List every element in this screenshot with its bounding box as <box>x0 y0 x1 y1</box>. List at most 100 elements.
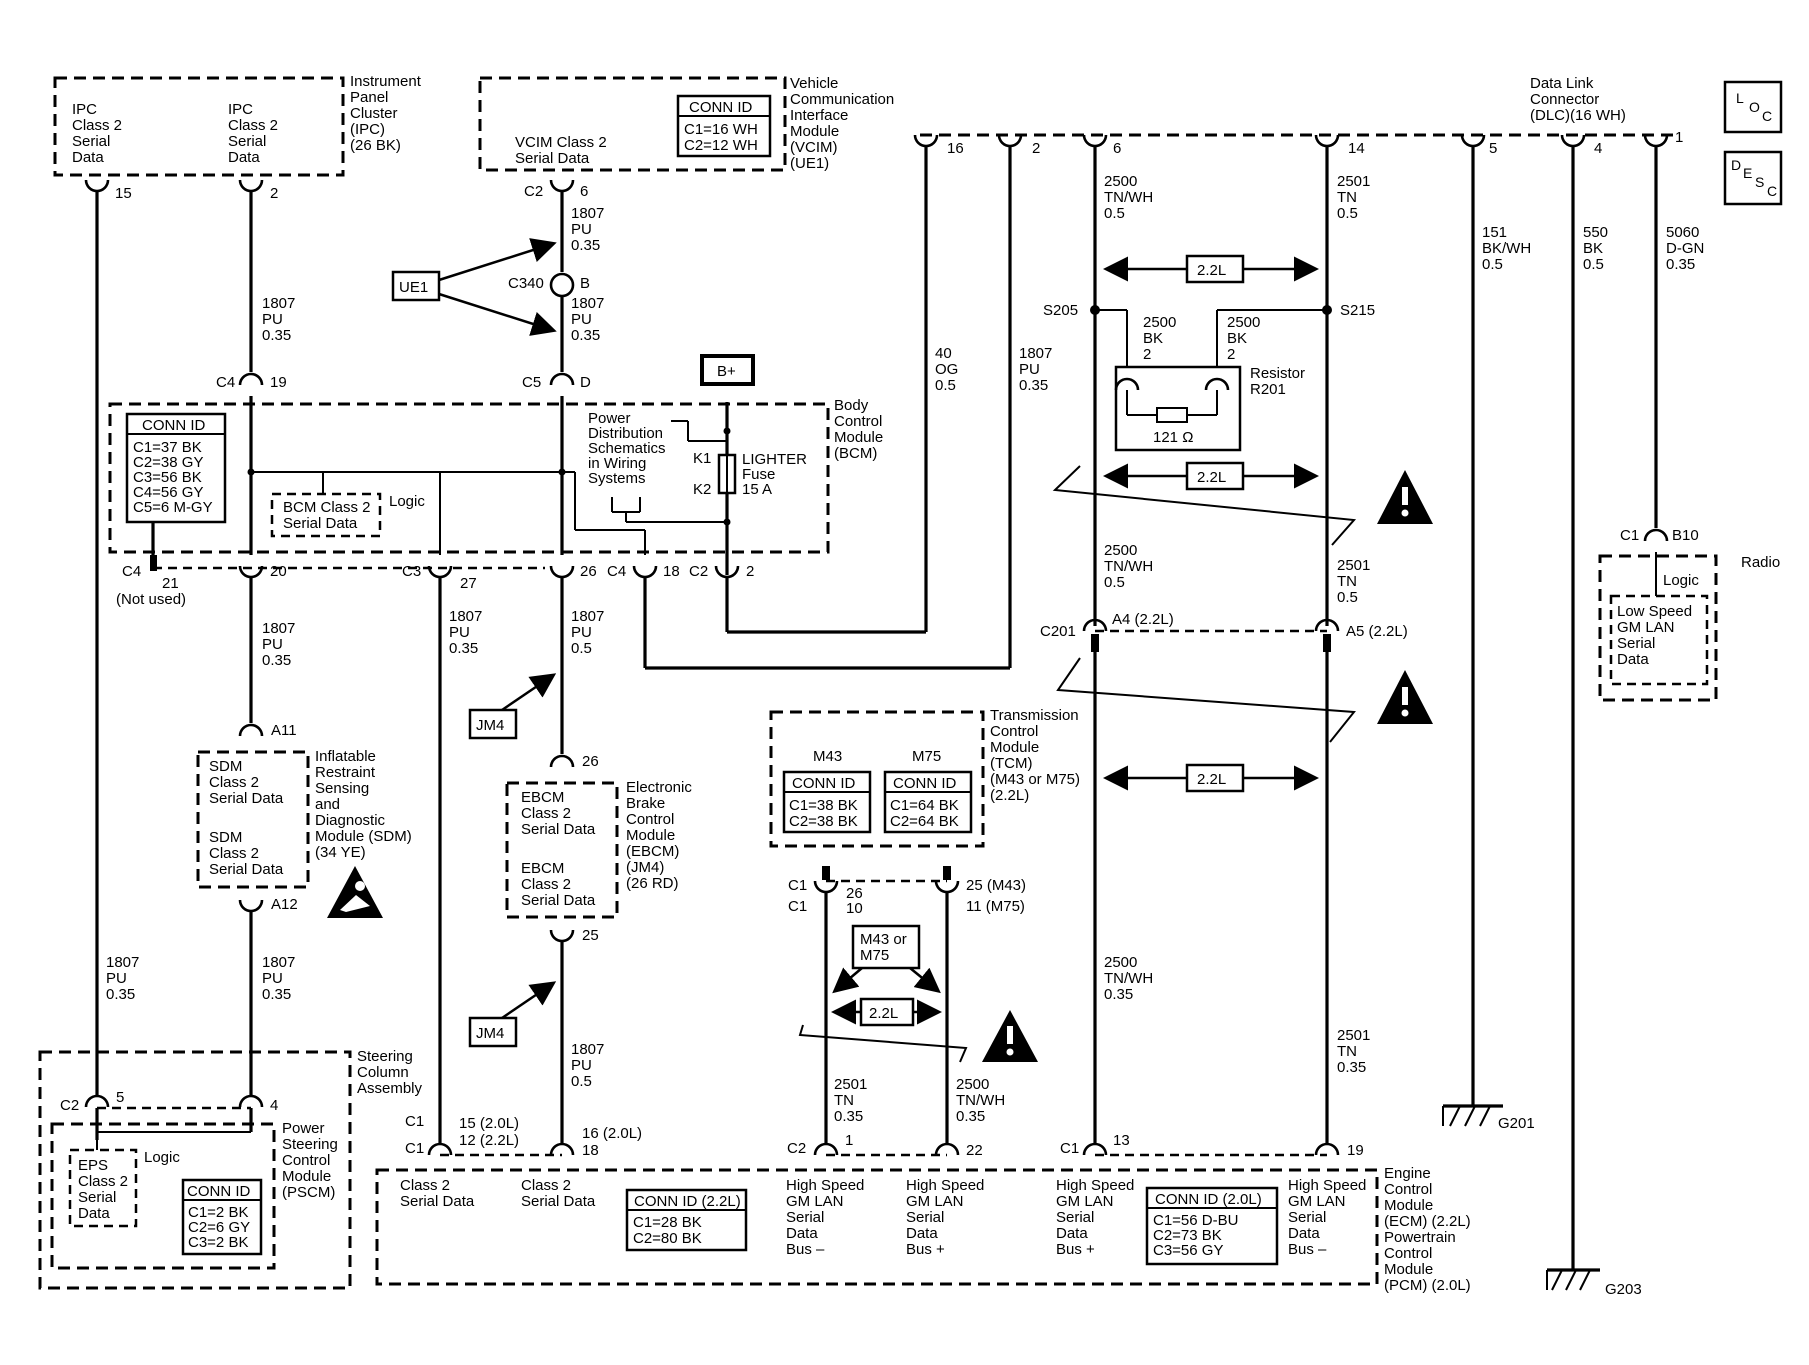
svg-text:L: L <box>1736 90 1744 106</box>
svg-text:GM LAN: GM LAN <box>1056 1193 1114 1210</box>
svg-text:E: E <box>1743 165 1752 181</box>
warning-triangle-icon-3[interactable] <box>982 1010 1038 1062</box>
svg-text:Transmission: Transmission <box>990 707 1079 724</box>
desc-icon[interactable]: D E S C <box>1723 150 1783 206</box>
svg-text:Data: Data <box>786 1225 818 1242</box>
ue1-option-tag[interactable]: UE1 <box>391 238 557 336</box>
svg-text:C1: C1 <box>405 1140 424 1157</box>
svg-text:Class 2: Class 2 <box>521 1177 571 1194</box>
svg-text:C2=73 BK: C2=73 BK <box>1153 1227 1222 1244</box>
svg-text:10: 10 <box>846 900 863 917</box>
svg-text:C1: C1 <box>788 877 807 894</box>
bcm-power-circuit: Power Distribution Schematics in Wiring … <box>588 402 807 575</box>
svg-text:C1=64 BK: C1=64 BK <box>890 797 959 814</box>
svg-text:C2=12 WH: C2=12 WH <box>684 137 758 154</box>
svg-text:5: 5 <box>116 1089 124 1106</box>
jm4-option-tag-bottom[interactable]: JM4 <box>468 981 557 1048</box>
svg-text:2500: 2500 <box>1104 173 1137 190</box>
svg-text:TN: TN <box>1337 1043 1357 1060</box>
svg-text:C1: C1 <box>1060 1140 1079 1157</box>
loc-icon[interactable]: L O C <box>1723 80 1783 134</box>
ecm-lan-bus-plus-a: High Speed GM LAN Serial Data Bus + <box>906 1177 984 1258</box>
svg-text:Serial: Serial <box>228 133 266 150</box>
svg-text:High Speed: High Speed <box>906 1177 984 1194</box>
svg-text:1807: 1807 <box>106 954 139 971</box>
svg-text:0.35: 0.35 <box>571 237 600 254</box>
svg-text:Power: Power <box>588 410 631 427</box>
vcim-signal-label: VCIM Class 2 Serial Data <box>515 134 607 167</box>
svg-text:0.35: 0.35 <box>1019 377 1048 394</box>
svg-text:EPS: EPS <box>78 1157 108 1174</box>
svg-text:Sensing: Sensing <box>315 780 369 797</box>
svg-text:Module: Module <box>990 739 1039 756</box>
svg-text:1: 1 <box>845 1132 853 1149</box>
svg-text:Serial Data: Serial Data <box>515 150 590 167</box>
svg-text:Class 2: Class 2 <box>521 805 571 822</box>
svg-text:C2: C2 <box>787 1140 806 1157</box>
bplus-tag[interactable]: B+ <box>700 354 755 386</box>
length-2-2l-tag-top[interactable]: 2.2L <box>1103 254 1319 284</box>
svg-text:CONN ID (2.0L): CONN ID (2.0L) <box>1155 1191 1262 1208</box>
svg-text:(VCIM): (VCIM) <box>790 139 838 156</box>
ipc-module: IPC Class 2 Serial Data IPC Class 2 Seri… <box>53 73 422 177</box>
tcm-length-2-2l-tag[interactable]: 2.2L <box>831 997 942 1027</box>
svg-text:2501: 2501 <box>834 1076 867 1093</box>
length-2-2l-tag-mid[interactable]: 2.2L <box>1103 461 1319 491</box>
svg-text:CONN ID: CONN ID <box>689 99 753 116</box>
svg-text:16 (2.0L): 16 (2.0L) <box>582 1125 642 1142</box>
wire-bcm26-ebcm: 1807 PU 0.5 26 <box>549 577 604 770</box>
pscm-module: EPS Class 2 Serial Data Logic CONN ID C1… <box>50 1120 338 1270</box>
svg-text:Data: Data <box>1056 1225 1088 1242</box>
svg-text:1807: 1807 <box>262 620 295 637</box>
svg-text:(34 YE): (34 YE) <box>315 844 366 861</box>
svg-text:Data: Data <box>228 149 260 166</box>
svg-text:Data: Data <box>72 149 104 166</box>
ebcm-module-name: Electronic Brake Control Module (EBCM) (… <box>626 779 692 892</box>
svg-text:Data: Data <box>1617 651 1649 668</box>
svg-text:Serial: Serial <box>72 133 110 150</box>
warning-triangle-icon-2[interactable] <box>1377 670 1433 724</box>
svg-text:Logic: Logic <box>389 493 425 510</box>
warning-triangle-icon-1[interactable] <box>1377 470 1433 524</box>
svg-text:Control: Control <box>1384 1181 1432 1198</box>
m43-m75-option-tag[interactable]: M43 or M75 <box>832 924 941 994</box>
svg-text:Module: Module <box>1384 1261 1433 1278</box>
jm4-option-tag-top[interactable]: JM4 <box>468 673 557 740</box>
svg-text:2500: 2500 <box>1143 314 1176 331</box>
svg-text:A12: A12 <box>271 896 298 913</box>
svg-text:19: 19 <box>1347 1142 1364 1159</box>
svg-text:S215: S215 <box>1340 302 1375 319</box>
svg-text:151: 151 <box>1482 224 1507 241</box>
svg-text:C1=38 BK: C1=38 BK <box>789 797 858 814</box>
svg-text:Connector: Connector <box>1530 91 1599 108</box>
svg-text:Resistor: Resistor <box>1250 365 1305 382</box>
svg-text:0.5: 0.5 <box>1482 256 1503 273</box>
svg-text:Serial: Serial <box>1617 635 1655 652</box>
svg-text:1807: 1807 <box>262 295 295 312</box>
svg-text:C: C <box>1762 108 1772 124</box>
svg-text:C1: C1 <box>788 898 807 915</box>
svg-text:Radio: Radio <box>1741 554 1780 571</box>
svg-text:PU: PU <box>262 636 283 653</box>
svg-text:Serial Data: Serial Data <box>209 861 284 878</box>
vcim-conn-id-table: CONN ID C1=16 WH C2=12 WH <box>676 94 772 158</box>
svg-text:TN/WH: TN/WH <box>1104 189 1153 206</box>
svg-text:20: 20 <box>270 563 287 580</box>
bcm-logic-block: BCM Class 2 Serial Data Logic <box>270 492 425 538</box>
svg-text:27: 27 <box>460 575 477 592</box>
bcm-module-name: Body Control Module (BCM) <box>834 397 883 462</box>
resistor-r201: 121 Ω Resistor R201 <box>1114 365 1305 452</box>
tcm-connectors: C1 C1 26 10 25 (M43) 11 (M75) <box>788 866 1026 1143</box>
svg-text:Steering: Steering <box>282 1136 338 1153</box>
sdm-module-name: Inflatable Restraint Sensing and Diagnos… <box>315 748 412 861</box>
svg-text:TN: TN <box>1337 189 1357 206</box>
svg-text:C3=56 BK: C3=56 BK <box>133 469 202 486</box>
svg-text:(2.2L): (2.2L) <box>990 787 1029 804</box>
svg-text:19: 19 <box>270 374 287 391</box>
svg-text:Serial Data: Serial Data <box>400 1193 475 1210</box>
svg-text:2: 2 <box>746 563 754 580</box>
length-2-2l-tag-tcm[interactable]: 2.2L <box>1103 763 1319 793</box>
svg-text:BK: BK <box>1583 240 1603 257</box>
svg-text:Restraint: Restraint <box>315 764 376 781</box>
svg-text:EBCM: EBCM <box>521 860 564 877</box>
